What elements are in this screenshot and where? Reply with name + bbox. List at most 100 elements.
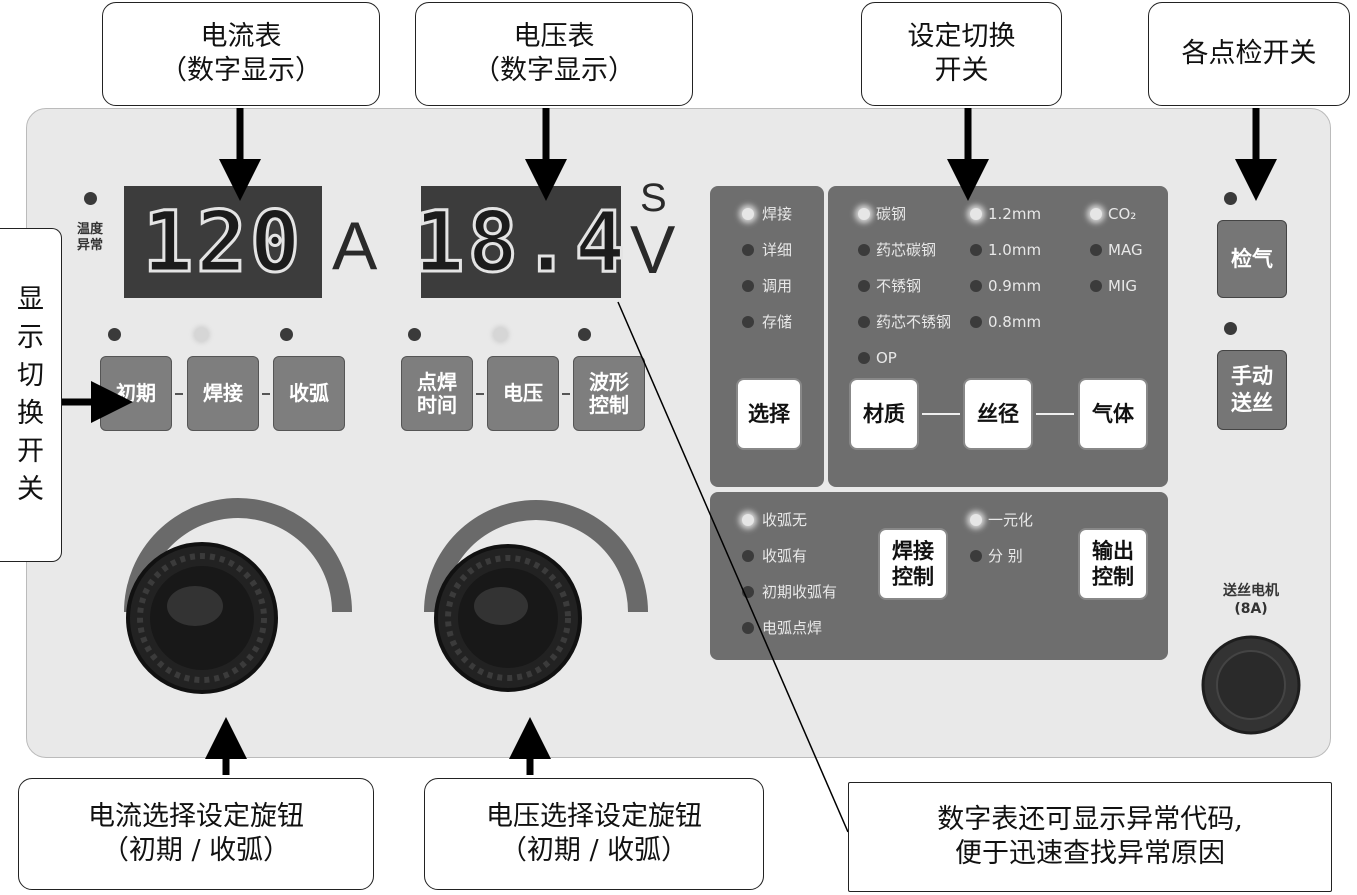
voltmeter-sub: S: [640, 176, 667, 220]
wire-indicator-led: [970, 244, 982, 256]
callout-check-switch: 各点检开关: [1148, 2, 1350, 106]
callout-ammeter-line1: 电流表: [200, 21, 282, 52]
select-button[interactable]: 选择: [736, 378, 802, 450]
gas-indicator-label: CO₂: [1108, 205, 1137, 223]
mode-indicator-led: [742, 280, 754, 292]
inch-led: [1224, 322, 1237, 335]
ammeter-value: 120: [141, 192, 304, 293]
wire-indicator-led: [970, 316, 982, 328]
dash: [562, 393, 570, 395]
callout-ammeter-line2: （数字显示）: [160, 55, 322, 86]
voltmeter-unit: V: [630, 212, 676, 288]
initial-led: [108, 328, 121, 341]
crater-indicator-label: 电弧点焊: [762, 619, 823, 637]
current-knob-arc: [124, 498, 352, 612]
callout-setting-switch-line1: 设定切换: [907, 21, 1016, 52]
voltmeter-display: 18.4: [412, 186, 627, 298]
callout-current-knob: 电流选择设定旋钮 （初期 / 收弧）: [18, 778, 374, 890]
voltmeter-value: 18.4: [412, 192, 629, 293]
wire-indicator-led: [970, 280, 982, 292]
weld-led: [195, 328, 208, 341]
callout-display-switch-c3: 换: [17, 398, 44, 429]
mode-indicator-label: 详细: [762, 241, 793, 259]
material-indicator-led: [858, 316, 870, 328]
gas-indicator-label: MAG: [1108, 241, 1143, 259]
gas-indicator-label: MIG: [1108, 277, 1137, 295]
callout-error-code-line2: 便于迅速查找异常原因: [955, 838, 1225, 869]
connector-line: [922, 413, 960, 415]
crater-indicator-label: 收弧有: [762, 547, 808, 565]
callout-ammeter: 电流表 （数字显示）: [102, 2, 380, 106]
callout-voltmeter-line2: （数字显示）: [473, 55, 635, 86]
gas-check-button[interactable]: 检气: [1217, 220, 1287, 298]
dash: [262, 393, 270, 395]
weld-control-button[interactable]: 焊接 控制: [878, 528, 948, 600]
current-knob-grip: [137, 553, 267, 683]
wire-indicator-label: 1.2mm: [988, 205, 1042, 223]
mode-indicator-led: [742, 208, 754, 220]
material-indicator-label: 不锈钢: [876, 277, 922, 295]
callout-check-switch-line1: 各点检开关: [1181, 38, 1317, 69]
temp-alarm-label: 温度 异常: [76, 222, 103, 253]
crater-indicator-led: [742, 622, 754, 634]
mode-indicator-label: 焊接: [762, 205, 793, 223]
gas-indicator-led: [1090, 244, 1102, 256]
dash: [175, 393, 183, 395]
callout-voltmeter: 电压表 （数字显示）: [415, 2, 693, 106]
ammeter-unit: A: [332, 208, 378, 284]
callout-voltage-knob: 电压选择设定旋钮 （初期 / 收弧）: [424, 778, 764, 890]
voltage-knob[interactable]: [424, 500, 648, 692]
waveform-button[interactable]: 波形 控制: [573, 356, 645, 431]
material-indicator-led: [858, 352, 870, 364]
voltage-knob-arc: [424, 500, 648, 612]
callout-current-knob-line1: 电流选择设定旋钮: [88, 801, 304, 832]
manual-inch-button[interactable]: 手动 送丝: [1217, 350, 1287, 430]
callout-error-code-line1: 数字表还可显示异常代码,: [937, 804, 1243, 835]
crater-indicator-led: [742, 514, 754, 526]
material-indicator-label: 药芯碳钢: [876, 241, 937, 259]
voltage-led: [494, 328, 507, 341]
voltage-button[interactable]: 电压: [487, 356, 559, 431]
mode-indicator-label: 调用: [762, 277, 793, 295]
motor-connector-inner: [1216, 650, 1286, 720]
callout-display-switch-c5: 关: [17, 474, 44, 505]
material-indicator-led: [858, 280, 870, 292]
ammeter-display: 120: [124, 186, 322, 298]
crater-indicator-led: [742, 550, 754, 562]
crater-button[interactable]: 收弧: [273, 356, 345, 431]
unify-indicator-label: 分 别: [988, 547, 1023, 565]
gas-button[interactable]: 气体: [1078, 378, 1148, 450]
current-knob[interactable]: [124, 498, 352, 694]
callout-display-switch-c4: 开: [17, 436, 44, 467]
connector-line: [1036, 413, 1074, 415]
output-control-button[interactable]: 输出 控制: [1078, 528, 1148, 600]
material-indicator-label: OP: [876, 349, 897, 367]
unify-indicator-led: [970, 514, 982, 526]
callout-display-switch-c0: 显: [17, 284, 44, 315]
motor-label: 送丝电机 (8A): [1223, 583, 1279, 617]
crater-indicator-label: 初期收弧有: [762, 583, 838, 601]
mode-indicator-led: [742, 244, 754, 256]
mode-indicator-label: 存储: [762, 313, 793, 331]
wire-indicator-led: [970, 208, 982, 220]
wire-diameter-button[interactable]: 丝径: [963, 378, 1033, 450]
callout-voltmeter-line1: 电压表: [513, 21, 595, 52]
gas-indicator-led: [1090, 280, 1102, 292]
gas-indicator-led: [1090, 208, 1102, 220]
mode-indicator-led: [742, 316, 754, 328]
callout-display-switch-c1: 示: [17, 322, 44, 353]
material-button[interactable]: 材质: [849, 378, 919, 450]
weld-button[interactable]: 焊接: [187, 356, 259, 431]
callout-error-code: 数字表还可显示异常代码, 便于迅速查找异常原因: [848, 782, 1332, 892]
callout-display-switch: 显 示 切 换 开 关: [0, 228, 62, 562]
material-indicator-label: 碳钢: [876, 205, 907, 223]
wire-indicator-label: 1.0mm: [988, 241, 1042, 259]
callout-setting-switch-line2: 开关: [934, 55, 989, 86]
wire-indicator-label: 0.9mm: [988, 277, 1042, 295]
spot-time-button[interactable]: 点焊 时间: [401, 356, 473, 431]
voltage-knob-highlight: [474, 587, 528, 625]
crater-indicator-label: 收弧无: [762, 511, 808, 529]
